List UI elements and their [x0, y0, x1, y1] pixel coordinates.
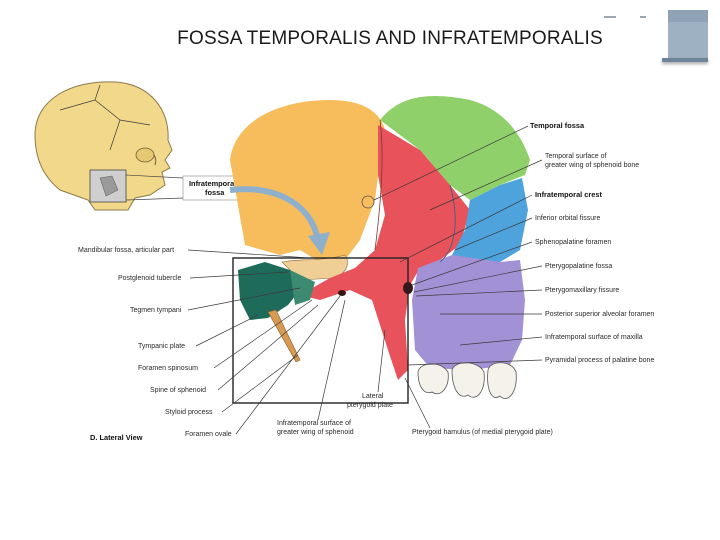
label-infratemporal-sphenoid-1: Infratemporal surface of	[277, 420, 351, 427]
label-infratemporal-surface-maxilla: Infratemporal surface of maxilla	[545, 334, 643, 341]
label-lateral-pterygoid-1: Lateral	[362, 393, 384, 400]
maxilla-region	[412, 255, 525, 370]
label-infratemporal-crest: Infratemporal crest	[535, 190, 602, 199]
left-pointer-lines	[187, 249, 341, 435]
label-pterygopalatine-fossa: Pterygopalatine fossa	[545, 263, 612, 270]
styloid-process	[267, 309, 301, 363]
label-lateral-pterygoid-2: pterygoid plate	[347, 402, 393, 409]
molar-tooth	[417, 363, 449, 395]
label-temporal-fossa: Temporal fossa	[530, 121, 585, 130]
label-spine-of-sphenoid: Spine of sphenoid	[150, 387, 206, 394]
molar-tooth	[451, 362, 485, 398]
detail-box	[232, 257, 409, 404]
label-tegmen-tympani: Tegmen tympani	[130, 307, 182, 314]
decor-corner-block	[668, 22, 708, 62]
label-posterior-superior-alveolar-foramen: Posterior superior alveolar foramen	[545, 311, 654, 318]
label-inferior-orbital-fissure: Inferior orbital fissure	[535, 215, 600, 222]
label-infratemporal-sphenoid-2: greater wing of sphenoid	[277, 429, 354, 436]
label-temporal-surface-2: greater wing of sphenoid bone	[545, 162, 639, 169]
temporal-fossa-marker	[361, 195, 375, 209]
tympanic-region	[238, 262, 300, 320]
bottom-labels: D. Lateral View Lateral pterygoid plate …	[90, 393, 553, 442]
inset-arrow	[229, 186, 321, 241]
label-tympanic-plate: Tympanic plate	[138, 343, 185, 350]
label-styloid-process: Styloid process	[165, 409, 213, 416]
bottom-pointer-lines	[317, 299, 431, 429]
right-pointer-lines	[373, 125, 543, 366]
label-foramen-spinosum: Foramen spinosum	[138, 365, 198, 372]
temporal-bone-region	[230, 100, 385, 262]
bone-regions	[230, 96, 530, 399]
left-labels: Mandibular fossa, articular part Postgle…	[78, 247, 232, 438]
inset-label-line2: fossa	[205, 188, 225, 197]
skull-inset	[34, 81, 184, 211]
decor-corner-block	[668, 10, 708, 22]
decor-tick	[640, 16, 646, 18]
molar-tooth	[487, 362, 517, 399]
label-foramen-ovale: Foramen ovale	[185, 431, 232, 438]
decor-tick	[604, 16, 616, 18]
tegmen-region	[290, 270, 315, 305]
frontal-bone-region	[380, 96, 530, 200]
label-pyramidal-process: Pyramidal process of palatine bone	[545, 357, 654, 364]
maxilla-orbital-region	[452, 178, 528, 262]
label-temporal-surface-1: Temporal surface of	[545, 153, 607, 160]
label-postglenoid-tubercle: Postglenoid tubercle	[118, 275, 182, 282]
label-mandibular-fossa: Mandibular fossa, articular part	[78, 247, 174, 254]
decor-corner-line	[662, 58, 708, 62]
slide-title: FOSSA TEMPORALIS AND INFRATEMPORALIS	[177, 28, 603, 49]
label-pterygoid-hamulus: Pterygoid hamulus (of medial pterygoid p…	[412, 429, 553, 436]
sphenoid-bone-region	[300, 125, 470, 380]
inset-label-line1: Infratemporal	[189, 179, 236, 188]
label-pterygomaxillary-fissure: Pterygomaxillary fissure	[545, 287, 619, 294]
label-sphenopalatine-foramen: Sphenopalatine foramen	[535, 239, 611, 246]
right-labels: Temporal fossa Temporal surface of great…	[530, 121, 654, 364]
view-label: D. Lateral View	[90, 433, 143, 442]
inset-arrow-head	[308, 232, 330, 255]
foramen-ovale	[338, 290, 346, 296]
